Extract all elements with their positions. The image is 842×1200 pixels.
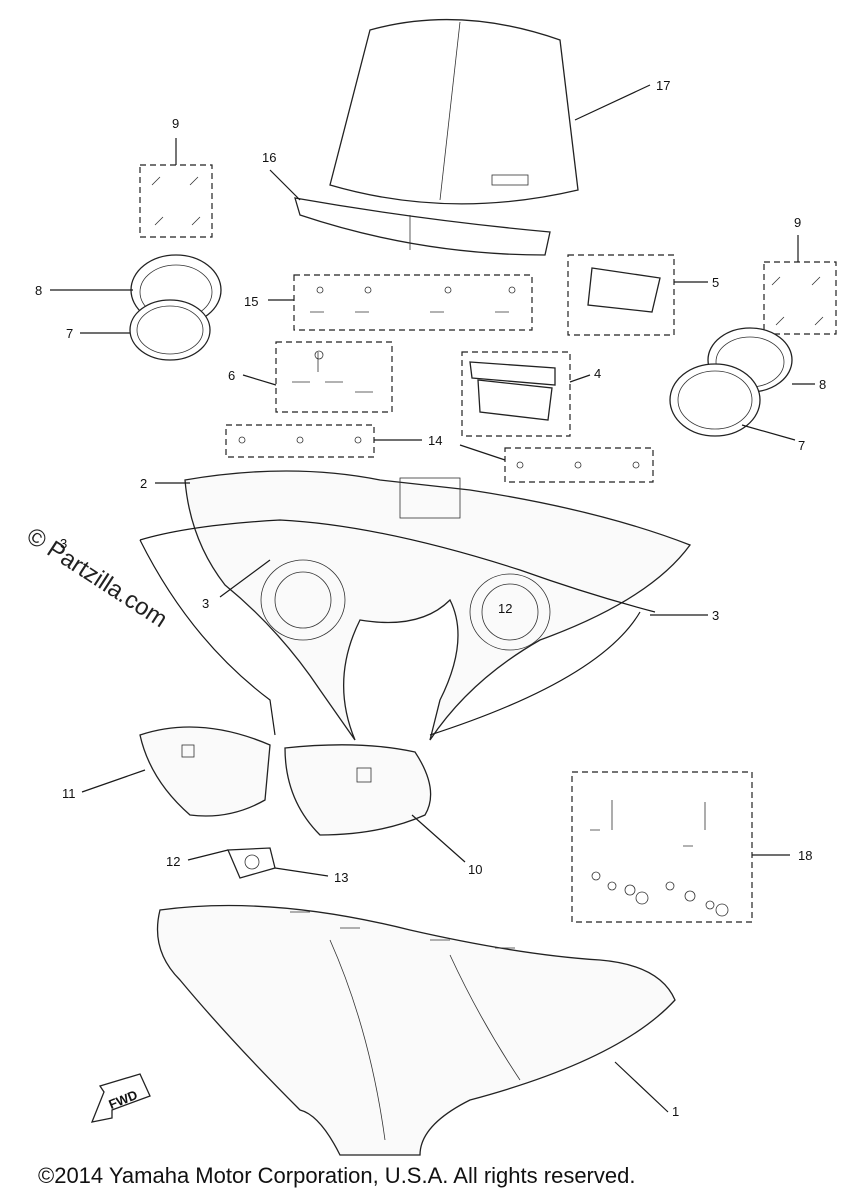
callout-12-lower: 12 bbox=[166, 854, 180, 869]
callout-16: 16 bbox=[262, 150, 276, 165]
copyright-notice: ©2014 Yamaha Motor Corporation, U.S.A. A… bbox=[38, 1163, 635, 1188]
callout-3-left: 3 bbox=[60, 536, 67, 551]
fwd-arrow-icon: FWD bbox=[90, 1073, 151, 1123]
callout-1: 1 bbox=[672, 1104, 679, 1119]
bracket-hardware-part-6[interactable] bbox=[242, 341, 393, 413]
callout-7-right: 7 bbox=[798, 438, 805, 453]
callout-17: 17 bbox=[656, 78, 670, 93]
watermark: © Partzilla.com bbox=[22, 522, 172, 633]
callout-9-left: 9 bbox=[172, 116, 179, 131]
callout-14: 14 bbox=[428, 433, 442, 448]
display-bracket-part-5[interactable] bbox=[567, 254, 708, 336]
callout-7-left: 7 bbox=[66, 326, 73, 341]
callout-18: 18 bbox=[798, 848, 812, 863]
outer-fairing-part-1[interactable] bbox=[156, 904, 676, 1156]
audio-unit-part-4[interactable] bbox=[461, 351, 591, 437]
mount-plate-part-12-13[interactable] bbox=[187, 847, 329, 879]
speaker-rings-right-part-7-8[interactable] bbox=[669, 327, 815, 441]
windshield-trim-part-16[interactable] bbox=[269, 169, 551, 256]
inner-fairing-part-2[interactable] bbox=[155, 470, 692, 741]
callout-3-middle: 3 bbox=[202, 596, 209, 611]
hardware-box-part-18[interactable] bbox=[571, 771, 790, 923]
left-pod-part-11[interactable] bbox=[81, 726, 271, 817]
callout-5: 5 bbox=[712, 275, 719, 290]
callout-8-right: 8 bbox=[819, 377, 826, 392]
screws-box-part-9-left[interactable] bbox=[139, 138, 213, 238]
windshield-part-17[interactable] bbox=[329, 18, 651, 205]
fasteners-boxes-part-14[interactable] bbox=[225, 424, 654, 483]
callout-4: 4 bbox=[594, 366, 601, 381]
callout-9-right: 9 bbox=[794, 215, 801, 230]
callout-12-upper: 12 bbox=[498, 601, 512, 616]
callout-2: 2 bbox=[140, 476, 147, 491]
trim-strips-part-3[interactable] bbox=[139, 519, 708, 736]
callout-11: 11 bbox=[62, 786, 76, 801]
callout-13: 13 bbox=[334, 870, 348, 885]
callout-6: 6 bbox=[228, 368, 235, 383]
callout-3-right: 3 bbox=[712, 608, 719, 623]
callout-15: 15 bbox=[244, 294, 258, 309]
callout-10: 10 bbox=[468, 862, 482, 877]
right-pod-part-10[interactable] bbox=[284, 744, 466, 863]
callout-8-left: 8 bbox=[35, 283, 42, 298]
speaker-rings-left-part-7-8[interactable] bbox=[50, 254, 222, 361]
bolts-box-part-15[interactable] bbox=[268, 274, 533, 331]
screws-box-part-9-right[interactable] bbox=[763, 235, 837, 335]
